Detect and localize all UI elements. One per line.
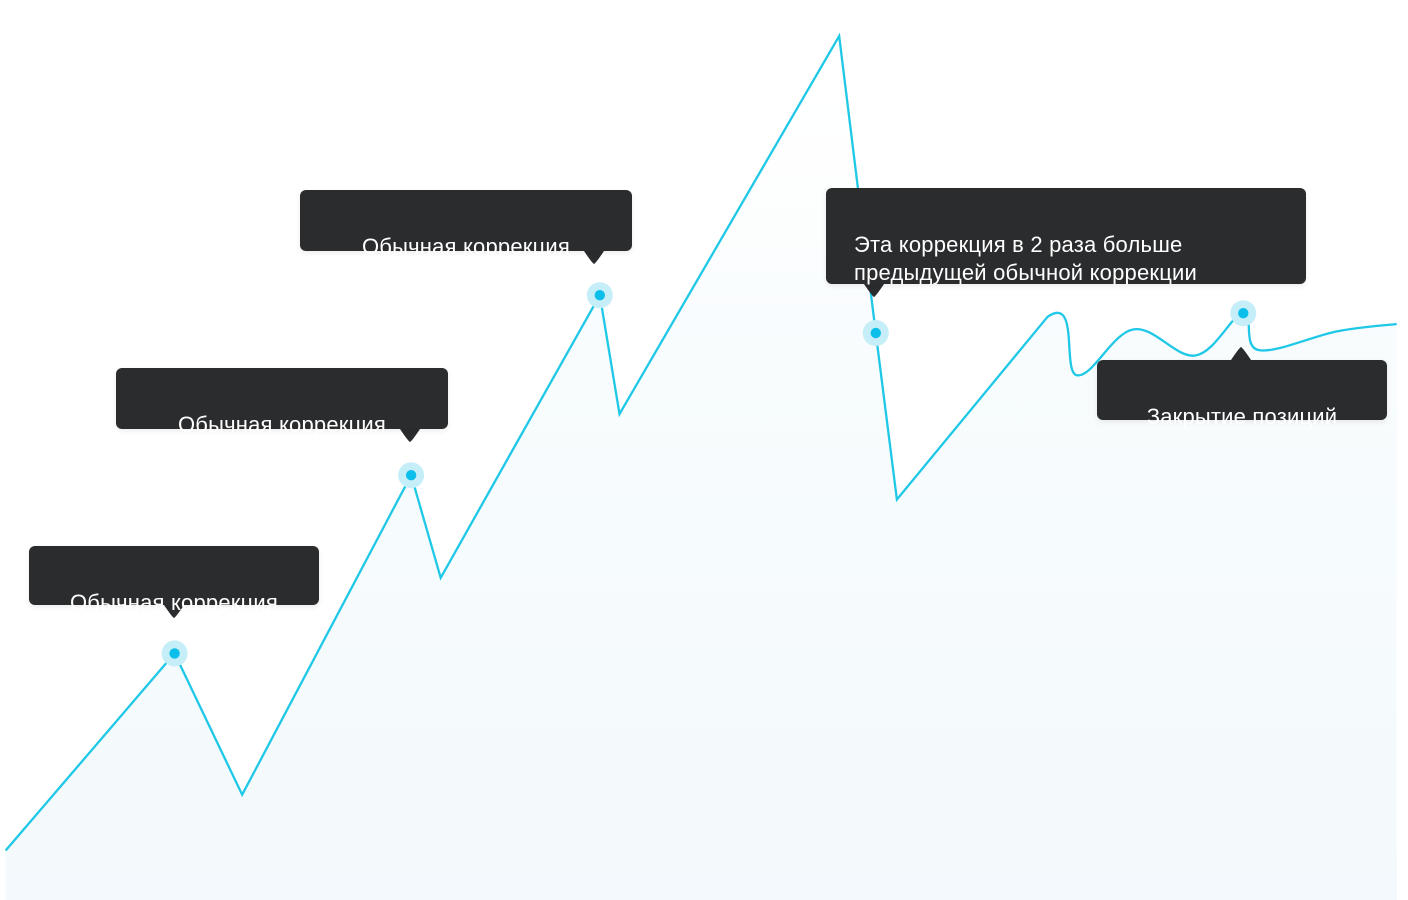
annotation-label-4: Эта коррекция в 2 раза больше предыдущей… xyxy=(854,232,1197,285)
annotation-tooltip-5: Закрытие позиций xyxy=(1097,360,1387,429)
markers-layer xyxy=(161,282,1257,667)
area-under-line xyxy=(5,36,1397,900)
tooltip-pointers-layer xyxy=(164,251,1251,618)
annotation-pointer-2 xyxy=(400,429,420,442)
annotation-label-1: Обычная коррекция xyxy=(69,590,279,615)
annotation-tooltip-3: Обычная коррекция xyxy=(300,190,632,259)
annotation-marker-5 xyxy=(1238,308,1249,319)
annotation-label-3: Обычная коррекция xyxy=(361,234,571,259)
annotation-pointer-5 xyxy=(1231,347,1251,360)
annotation-marker-2 xyxy=(405,470,417,481)
annotation-pointer-4 xyxy=(864,284,884,297)
annotation-label-2: Обычная коррекция xyxy=(177,412,387,437)
annotation-tooltip-2: Обычная коррекция xyxy=(116,368,448,437)
annotation-marker-4 xyxy=(870,327,881,339)
annotation-tooltip-1: Обычная коррекция xyxy=(29,546,319,615)
annotation-label-5: Закрытие позиций xyxy=(1146,404,1338,429)
annotation-marker-1 xyxy=(169,648,180,659)
annotation-pointer-3 xyxy=(584,251,604,264)
series-line-layer xyxy=(4,32,1397,852)
annotation-marker-3 xyxy=(594,290,606,301)
annotation-tooltip-4: Эта коррекция в 2 раза больше предыдущей… xyxy=(826,188,1306,285)
area-fill xyxy=(5,36,1397,900)
annotation-pointer-1 xyxy=(164,605,184,618)
series-line xyxy=(4,32,1397,852)
